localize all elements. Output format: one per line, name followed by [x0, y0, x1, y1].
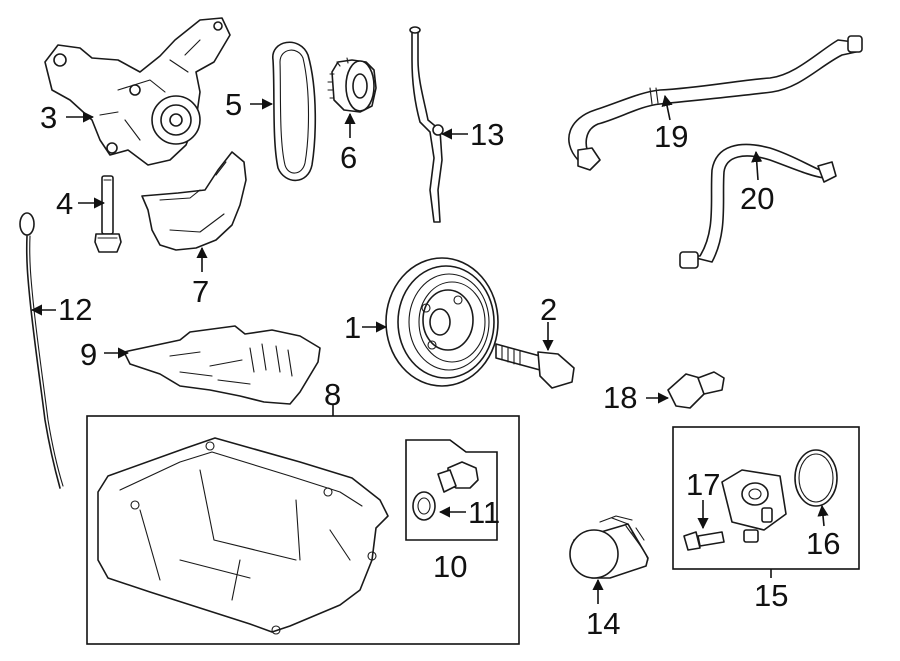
drain-plug-group-box: [405, 439, 498, 541]
sprocket-part[interactable]: [327, 57, 377, 113]
callout-10: 10: [433, 549, 467, 584]
callout-16: 16: [806, 526, 840, 561]
callout-20: 20: [740, 181, 774, 216]
callout-13: 13: [470, 117, 504, 152]
callouts: 1 2 3 4 5 6 7 8 9 10 11 12 13 14 15 16 1…: [40, 87, 840, 641]
callout-1: 1: [344, 310, 361, 345]
dipstick-part[interactable]: [19, 212, 64, 489]
oil-pump-part[interactable]: [44, 17, 231, 166]
leader-lines: [30, 94, 829, 604]
timing-belt-part[interactable]: [272, 41, 317, 182]
o-ring-part[interactable]: [794, 449, 838, 507]
timing-cover-part[interactable]: [141, 151, 247, 251]
callout-19: 19: [654, 119, 688, 154]
oil-cooler-part[interactable]: [721, 469, 787, 543]
dipstick-tube-part[interactable]: [409, 26, 444, 223]
callout-3: 3: [40, 100, 57, 135]
oil-pressure-sensor-part[interactable]: [667, 371, 725, 409]
oil-cooler-group-box: [672, 426, 860, 570]
lower-hose-part[interactable]: [679, 143, 837, 269]
callout-6: 6: [340, 140, 357, 175]
callout-2: 2: [540, 292, 557, 327]
callout-5: 5: [225, 87, 242, 122]
drain-plug-part[interactable]: [412, 461, 479, 521]
callout-17: 17: [686, 467, 720, 502]
upper-hose-part[interactable]: [568, 35, 863, 171]
callout-15: 15: [754, 578, 788, 613]
callout-9: 9: [80, 337, 97, 372]
oil-pan-part[interactable]: [97, 437, 389, 635]
callout-11: 11: [468, 495, 500, 530]
callout-12: 12: [58, 292, 92, 327]
oil-filter-part[interactable]: [569, 515, 649, 579]
cooler-bolt-part[interactable]: [683, 531, 725, 551]
pump-bolt-part[interactable]: [94, 175, 122, 253]
callout-14: 14: [586, 606, 620, 641]
callout-18: 18: [603, 380, 637, 415]
crankshaft-bolt-part[interactable]: [495, 343, 575, 389]
crankshaft-pulley-part[interactable]: [385, 257, 499, 387]
oil-pan-group-box: [86, 415, 520, 645]
callout-7: 7: [192, 274, 209, 309]
oil-baffle-part[interactable]: [123, 325, 321, 405]
callout-4: 4: [56, 186, 73, 221]
callout-8: 8: [324, 377, 341, 412]
